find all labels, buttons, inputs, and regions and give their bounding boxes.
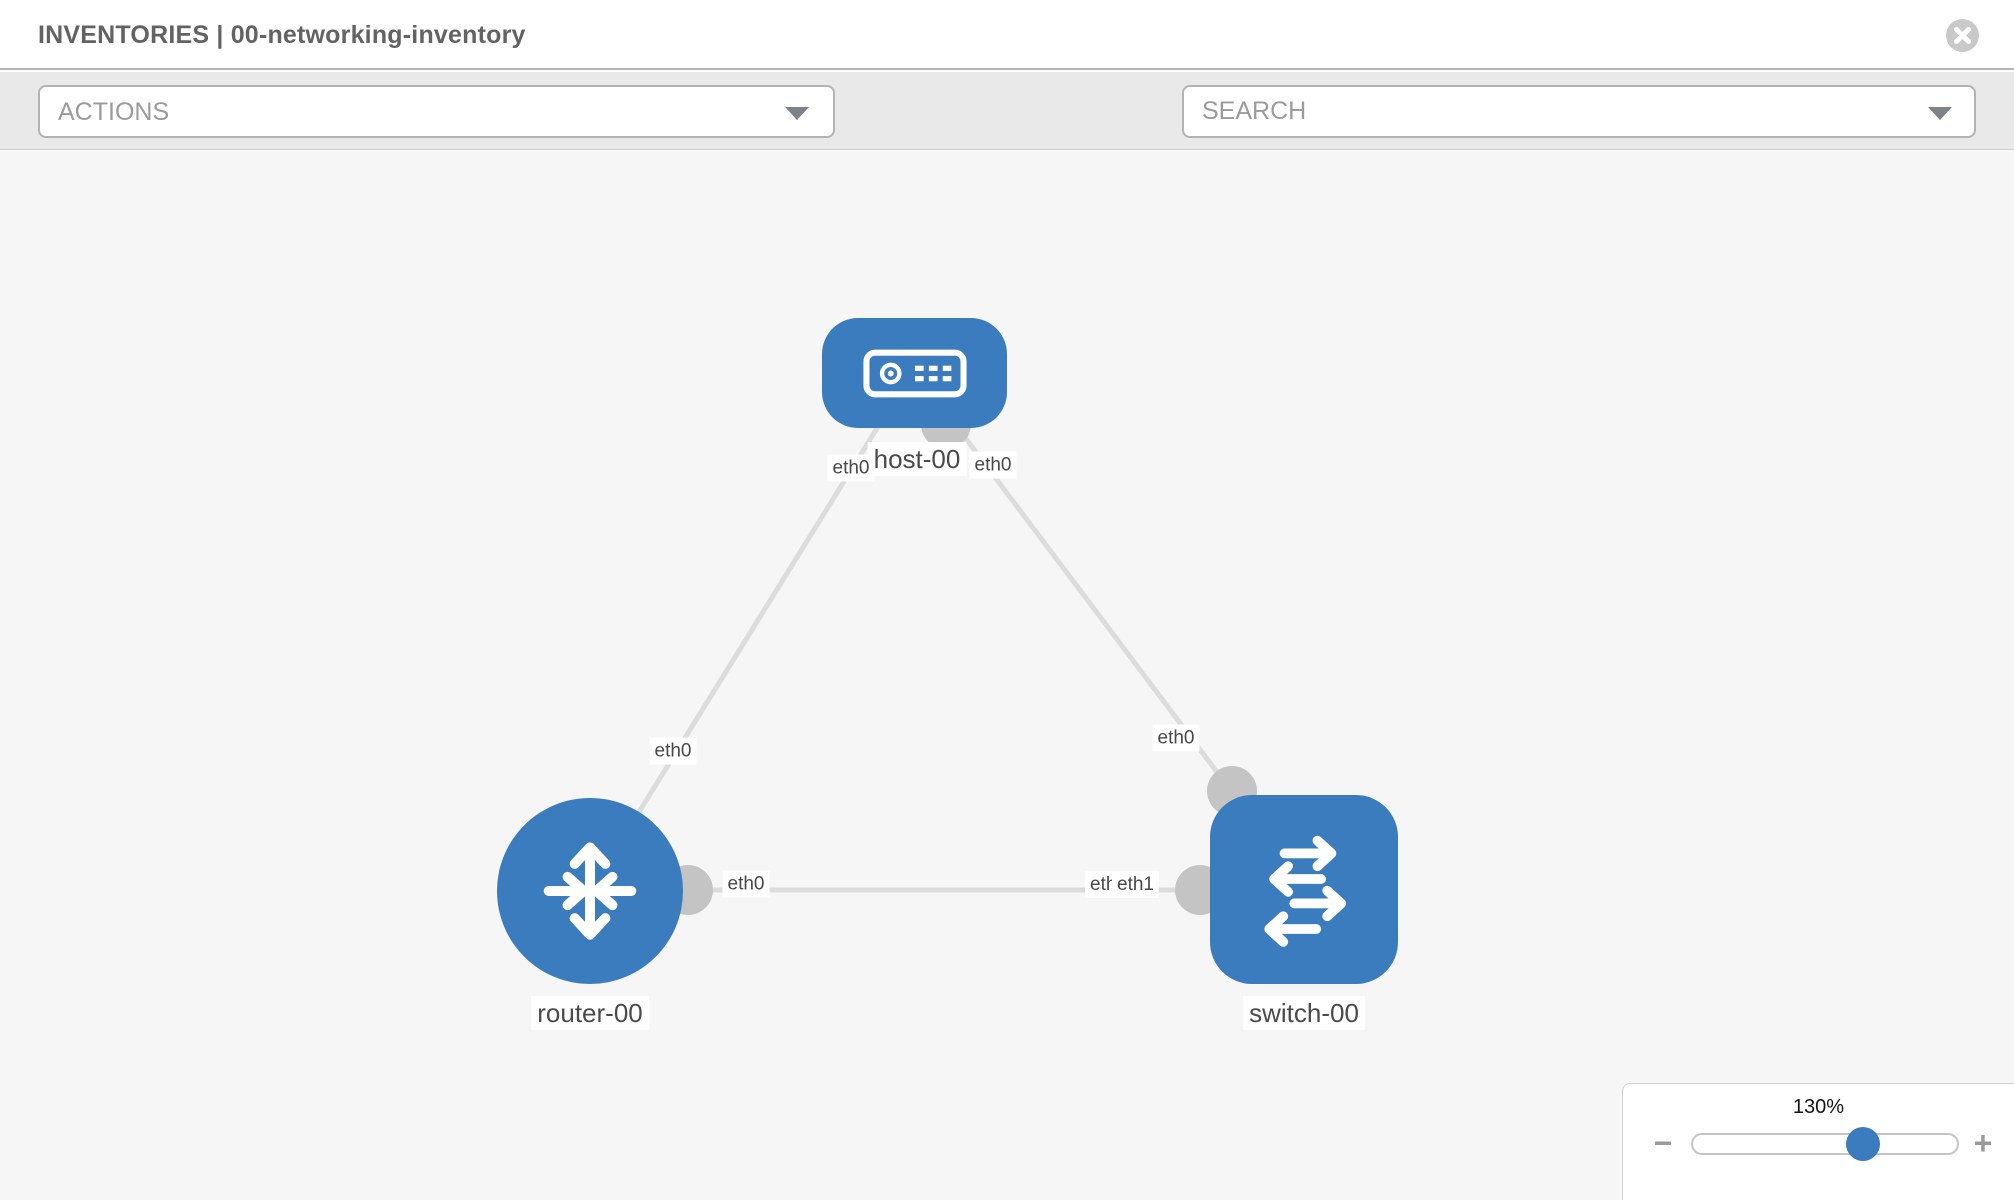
caret-down-icon [785,107,809,120]
interface-label-host-eth0-right: eth0 [969,451,1017,479]
actions-dropdown[interactable]: ACTIONS [38,85,835,138]
zoom-panel: 130% − + [1622,1083,2014,1200]
node-label-switch: switch-00 [1243,996,1365,1030]
search-input[interactable] [1184,87,1974,136]
header: INVENTORIES | 00-networking-inventory [0,0,2014,70]
page-title: INVENTORIES | 00-networking-inventory [38,21,526,49]
interface-label-switch-eth1: eth1 [1112,871,1159,898]
link-host-switch [916,373,1234,794]
host-icon [862,349,967,397]
node-label-host: host-00 [867,442,967,476]
zoom-level-text: 130% [1792,1096,1845,1118]
interface-label-router-eth0: eth0 [722,870,770,898]
plus-icon: + [1973,1125,1993,1161]
caret-down-icon [1928,107,1952,120]
zoom-in-button[interactable]: + [1963,1124,2003,1164]
interface-label-router-top-eth0: eth0 [649,737,697,765]
router-icon [543,842,637,940]
zoom-slider-track[interactable] [1691,1133,1959,1155]
topology-canvas[interactable]: host-00 router-00 switch-00 eth0 eth0 et… [0,151,2014,1200]
topology-svg [587,373,1304,915]
node-router-00[interactable] [497,798,683,984]
toolbar: ACTIONS [0,72,2014,206]
node-label-router: router-00 [531,996,649,1030]
interface-label-switch-top-eth0: eth0 [1152,724,1200,752]
interface-label-host-eth0-left: eth0 [827,454,875,482]
search-combobox[interactable] [1182,85,1976,138]
node-switch-00[interactable] [1210,795,1398,984]
zoom-slider-thumb[interactable] [1846,1127,1880,1161]
actions-dropdown-label: ACTIONS [58,98,170,126]
node-host-00[interactable] [822,318,1007,428]
minus-icon: − [1653,1125,1673,1161]
switch-icon [1264,835,1347,947]
close-button[interactable] [1946,19,1979,52]
zoom-out-button[interactable]: − [1643,1124,1683,1164]
close-icon [1946,19,1979,52]
